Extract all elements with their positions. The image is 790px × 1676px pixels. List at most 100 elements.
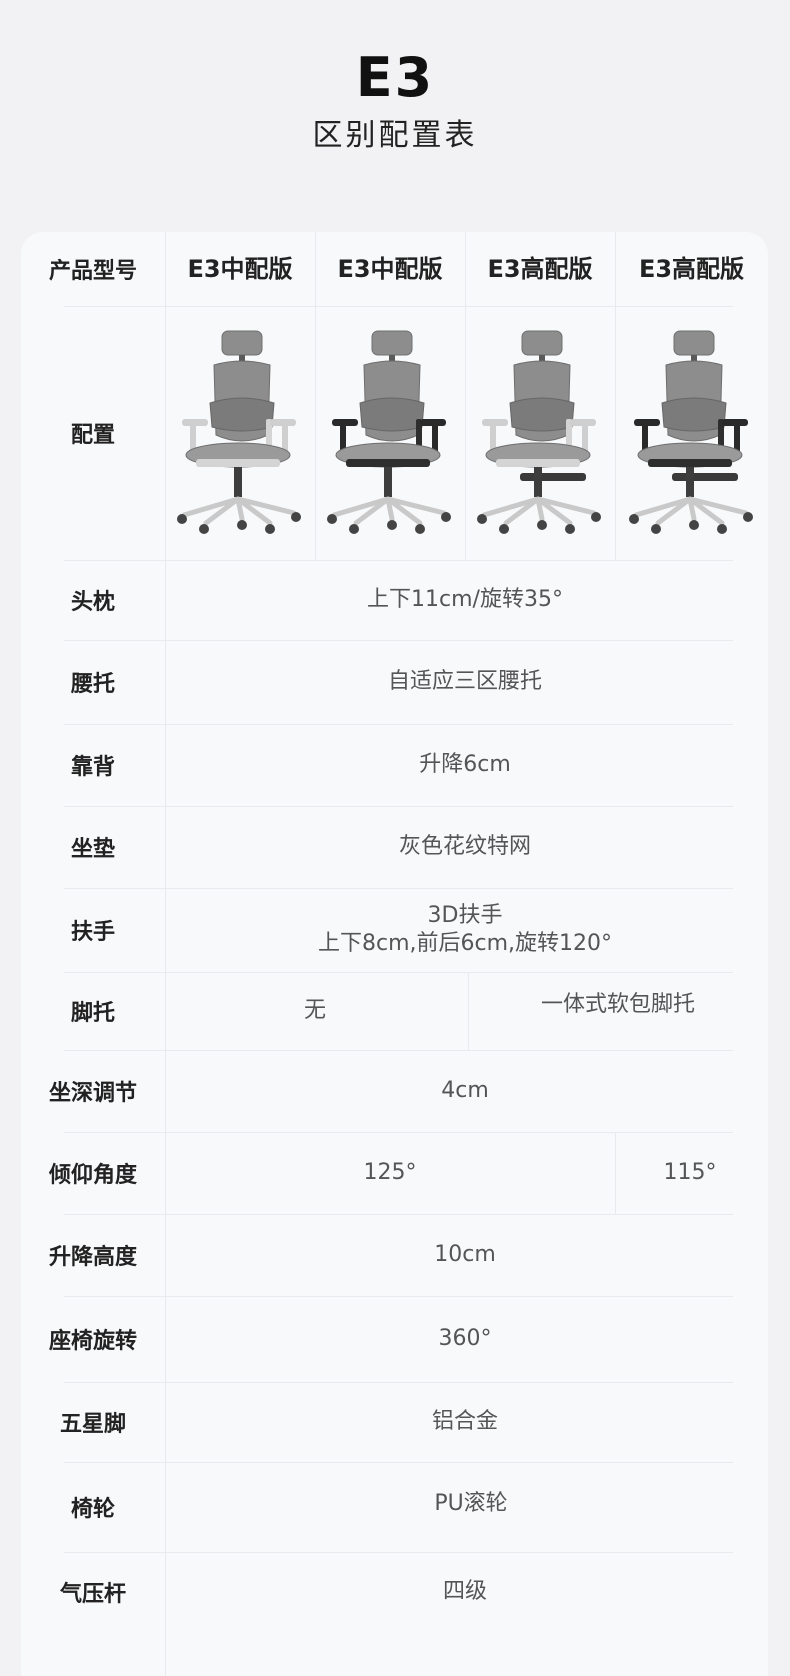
footrest-shape — [671, 473, 738, 481]
spec-label: 升降高度 — [48, 1245, 137, 1270]
caster-shape — [537, 520, 547, 530]
column-divider — [468, 972, 469, 1050]
row-divider — [64, 1132, 733, 1133]
column-divider — [165, 232, 166, 1676]
row-divider — [64, 1552, 733, 1553]
row-divider — [64, 1382, 733, 1383]
gas-lift-shape — [384, 467, 392, 497]
row-divider — [64, 724, 733, 725]
page-subtitle: 区别配置表 — [312, 118, 478, 153]
headrest-shape — [371, 330, 413, 356]
spec-row-casters: 椅轮 PU滚轮 — [21, 1462, 768, 1552]
chair-image-1 — [165, 306, 315, 560]
chair-image-4 — [615, 306, 768, 560]
caster-shape — [499, 524, 509, 534]
caster-shape — [716, 524, 727, 534]
spec-label: 脚托 — [70, 1001, 115, 1026]
headrest-shape — [521, 330, 563, 356]
caster-shape — [688, 520, 699, 530]
spec-row-lift: 升降高度 10cm — [21, 1214, 768, 1296]
model-name-1: E3中配版 — [187, 255, 293, 283]
lumbar-shape — [509, 397, 575, 432]
caster-shape — [265, 524, 275, 534]
spec-label: 倾仰角度 — [48, 1163, 137, 1188]
row-divider — [64, 560, 733, 561]
spec-value: 自适应三区腰托 — [387, 669, 542, 694]
spec-label: 扶手 — [70, 920, 115, 945]
armrest-line-1: 3D扶手 — [427, 903, 503, 928]
armrest-left-shape — [633, 419, 660, 426]
gas-lift-shape — [234, 467, 242, 497]
spec-value: 灰色花纹特网 — [398, 834, 531, 859]
armrest-right-post-shape — [582, 423, 588, 453]
row-divider — [64, 640, 733, 641]
armrest-left-post-shape — [340, 423, 346, 453]
armrest-right-shape — [420, 419, 446, 426]
spec-row-lumbar: 腰托 自适应三区腰托 — [21, 640, 768, 724]
spec-value: 360° — [438, 1326, 492, 1351]
model-name-4: E3高配版 — [638, 255, 745, 283]
row-divider — [64, 1050, 733, 1051]
armrest-right-shape — [721, 419, 748, 426]
headrest-post-shape — [690, 355, 697, 365]
header-label: 产品型号 — [48, 259, 137, 284]
spec-label: 头枕 — [70, 590, 115, 615]
seat-frame-shape — [196, 459, 280, 467]
armrest-left-shape — [182, 419, 208, 426]
spec-row-swivel: 座椅旋转 360° — [21, 1296, 768, 1382]
armrest-left-post-shape — [190, 423, 196, 453]
spec-value: 4cm — [441, 1078, 489, 1103]
spec-row-gas-lift: 气压杆 四级 — [21, 1552, 768, 1632]
chair-image-3 — [465, 306, 615, 560]
spec-value: 四级 — [442, 1579, 487, 1604]
caster-shape — [349, 524, 359, 534]
caster-shape — [199, 524, 209, 534]
column-divider — [615, 232, 616, 560]
spec-value: PU滚轮 — [434, 1491, 508, 1516]
caster-shape — [477, 514, 487, 524]
spec-value: 铝合金 — [431, 1409, 498, 1434]
armrest-line-2: 上下8cm,前后6cm,旋转120° — [317, 931, 613, 956]
base-shape — [633, 496, 748, 526]
caster-shape — [742, 512, 753, 522]
spec-value-right: 115° — [663, 1160, 717, 1185]
spec-label: 气压杆 — [59, 1582, 126, 1607]
armrest-right-post-shape — [733, 423, 740, 453]
caster-shape — [387, 520, 397, 530]
chair-image-2 — [315, 306, 465, 560]
spec-value: 上下11cm/旋转35° — [367, 587, 563, 612]
lumbar-shape — [209, 397, 275, 432]
row-divider — [64, 306, 733, 307]
base-shape — [181, 496, 297, 526]
lumbar-shape — [359, 397, 425, 432]
row-divider — [64, 1296, 733, 1297]
headrest-post-shape — [239, 355, 245, 365]
lumbar-shape — [660, 397, 727, 432]
spec-row-armrest: 扶手 3D扶手 上下8cm,前后6cm,旋转120° — [21, 888, 768, 972]
column-divider — [615, 1132, 616, 1214]
comparison-table: 产品型号 E3中配版 E3中配版 E3高配版 E3高配版 配置 头枕 上下11c… — [21, 232, 768, 1676]
config-label: 配置 — [70, 423, 115, 448]
spec-row-seat: 坐垫 灰色花纹特网 — [21, 806, 768, 888]
armrest-right-shape — [570, 419, 596, 426]
spec-label: 腰托 — [70, 672, 115, 697]
page-title: E3 — [355, 46, 435, 109]
spec-value: 3D扶手 上下8cm,前后6cm,旋转120° — [165, 888, 765, 972]
row-divider — [64, 1214, 733, 1215]
spec-row-tilt: 倾仰角度 125° 115° — [21, 1132, 768, 1214]
row-divider — [64, 1462, 733, 1463]
armrest-right-shape — [270, 419, 296, 426]
spec-value: 升降6cm — [419, 752, 511, 777]
spec-row-headrest: 头枕 上下11cm/旋转35° — [21, 560, 768, 640]
spec-row-seat-depth: 坐深调节 4cm — [21, 1050, 768, 1132]
model-name-2: E3中配版 — [337, 255, 443, 283]
spec-label: 椅轮 — [70, 1497, 115, 1522]
spec-row-footrest: 脚托 无 一体式软包脚托 — [21, 972, 768, 1050]
caster-shape — [291, 512, 301, 522]
model-name-3: E3高配版 — [487, 255, 593, 283]
caster-shape — [177, 514, 187, 524]
armrest-left-shape — [332, 419, 358, 426]
column-divider — [465, 232, 466, 560]
spec-value-left: 无 — [303, 998, 326, 1023]
armrest-left-post-shape — [490, 423, 496, 453]
